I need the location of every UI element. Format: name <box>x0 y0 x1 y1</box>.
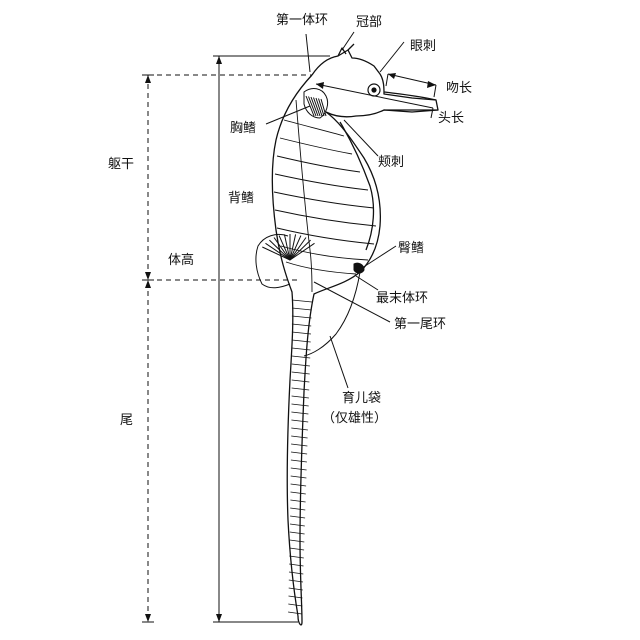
label-tail: 尾 <box>120 413 133 428</box>
label-brood-pouch: 育儿袋 <box>342 390 381 406</box>
label-anal-fin: 臀鳍 <box>398 241 424 256</box>
body-rings <box>273 99 377 293</box>
label-first-tail-ring: 第一尾环 <box>394 317 446 332</box>
seahorse-head <box>311 49 439 118</box>
label-male-only: （仅雄性） <box>322 411 387 426</box>
label-dorsal-fin: 背鳍 <box>228 191 254 206</box>
brood-pouch <box>303 271 361 357</box>
label-pectoral-fin: 胸鳍 <box>230 121 256 136</box>
eye <box>367 83 381 97</box>
label-snout-length: 吻长 <box>446 81 472 96</box>
tail-rings <box>288 299 313 615</box>
snout <box>383 91 438 111</box>
measure-arrows <box>145 56 436 622</box>
label-first-body-ring: 第一体环 <box>276 13 328 28</box>
coronet-spikes <box>337 43 355 57</box>
anal-fin <box>353 262 365 274</box>
label-head-length: 头长 <box>438 111 464 126</box>
labels: 第一体环 冠部 眼刺 吻长 头长 胸鳍 颊刺 躯干 背鳍 臀鳍 体高 最末体环 … <box>108 13 472 428</box>
front-contour <box>299 111 382 623</box>
label-body-height: 体高 <box>168 252 194 268</box>
abdomen-ridge <box>339 121 375 251</box>
tail-tip <box>297 615 303 626</box>
label-trunk: 躯干 <box>108 156 134 172</box>
pectoral-fin <box>303 88 329 119</box>
measure-lines <box>142 55 437 623</box>
label-cheek-spine: 颊刺 <box>378 155 404 170</box>
leader-lines <box>265 31 405 389</box>
label-coronet: 冠部 <box>356 15 382 30</box>
label-last-body-ring: 最末体环 <box>376 291 428 306</box>
label-eye-spine: 眼刺 <box>410 39 436 54</box>
dorsal-fin <box>255 233 315 289</box>
